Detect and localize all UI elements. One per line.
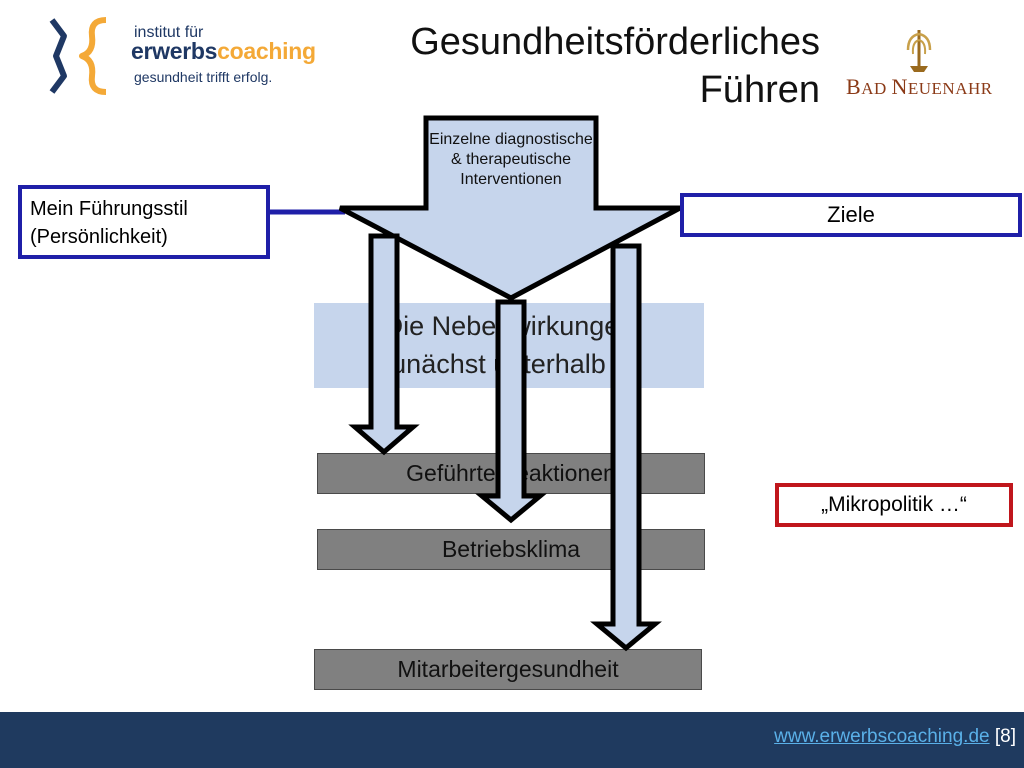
arrow-middle bbox=[475, 299, 547, 524]
footer-text: www.erwerbscoaching.de [8] bbox=[774, 726, 1016, 748]
logo-text-brand: erwerbscoaching bbox=[131, 38, 316, 64]
intervention-arrow bbox=[338, 115, 682, 301]
bad-neuenahr-logo-text: BAD NEUENAHR bbox=[846, 74, 993, 99]
erwerbscoaching-logo-icon bbox=[49, 17, 107, 95]
micropolitics-box: „Mikropolitik …“ bbox=[775, 483, 1013, 527]
footer-bar bbox=[0, 712, 1024, 768]
logo-text-institut: institut für bbox=[134, 24, 204, 41]
bar-health: Mitarbeitergesundheit bbox=[314, 649, 702, 690]
arrow-right bbox=[590, 243, 662, 652]
page-number: [8] bbox=[994, 726, 1016, 747]
goals-box: Ziele bbox=[680, 193, 1022, 237]
page-title: Gesundheitsförderliches Führen bbox=[410, 21, 820, 111]
intervention-label: Einzelne diagnostische & therapeutische … bbox=[429, 131, 593, 188]
leadership-style-box: Mein Führungsstil (Persönlichkeit) bbox=[18, 185, 270, 259]
arrow-left bbox=[348, 233, 420, 456]
footer-website-link[interactable]: www.erwerbscoaching.de bbox=[774, 726, 990, 747]
logo-text-slogan: gesundheit trifft erfolg. bbox=[134, 69, 273, 85]
fountain-icon bbox=[906, 30, 932, 72]
